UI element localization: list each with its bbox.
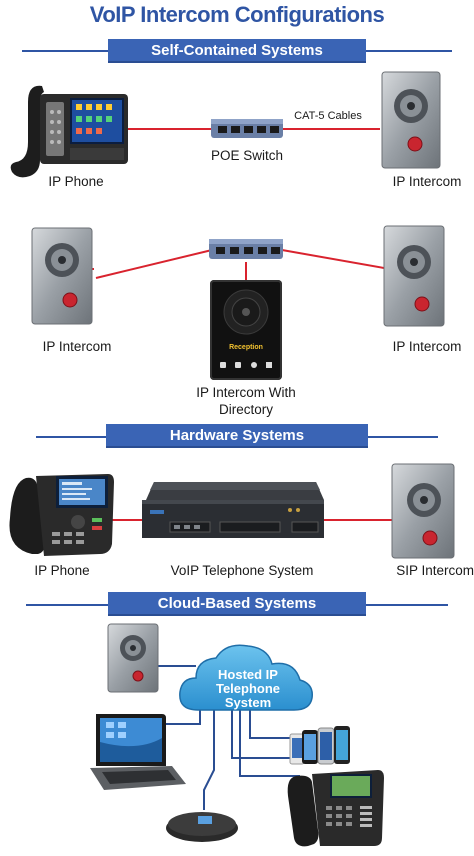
conference-phone-icon [166,812,238,842]
ip-phone-icon [9,474,114,556]
close-icon [265,362,272,368]
bell-icon [250,362,257,368]
cable [282,128,380,130]
speaker-icon [223,289,269,335]
cloud-label-line2: Telephone [215,681,281,696]
screen-text: Reception [229,344,263,351]
page-title: VoIP Intercom Configurations [89,2,385,27]
label-ip-intercom: IP Intercom [392,174,462,189]
section-header-hardware: Hardware Systems [106,424,368,448]
cloud-label-line1: Hosted IP [218,667,278,682]
label-directory-intercom-line2: Directory [218,402,273,417]
cable [92,268,94,270]
cable [324,519,392,521]
poe-switch-icon [209,239,283,259]
cloud-label-line3: System [224,695,272,710]
ip-phone-icon [10,85,128,178]
intercom-icon [391,463,455,559]
nav-button-icon [235,362,242,368]
intercom-icon [383,225,445,327]
cable [110,519,144,521]
screen-buttons [220,362,272,370]
label-directory-intercom-line1: IP Intercom With [196,385,296,400]
smartphones-icon [289,726,350,765]
router-icon [142,482,324,538]
nav-button-icon [220,362,226,368]
cloud-label: Hosted IP Telephone System [196,668,300,710]
cable-lines [95,249,385,282]
cloud-icon [179,644,313,711]
label-cat5-cables: CAT-5 Cables [294,110,362,122]
label-poe-switch: POE Switch [210,148,284,163]
directory-intercom: Reception [210,280,282,380]
cloud-cables [158,665,300,810]
intercom-icon [107,623,159,693]
label-ip-intercom-left: IP Intercom [42,339,112,354]
laptop-icon [90,714,186,790]
label-sip-intercom: SIP Intercom [396,563,474,578]
label-ip-phone-hardware: IP Phone [34,563,90,578]
section-header-self-contained: Self-Contained Systems [108,39,366,63]
ip-phone-icon [287,770,384,847]
poe-switch-icon [211,119,283,138]
intercom-icon [381,71,441,169]
label-voip-telephone-system: VoIP Telephone System [170,563,314,578]
intercom-icon [31,227,93,325]
label-ip-phone: IP Phone [48,174,104,189]
section-header-cloud: Cloud-Based Systems [108,592,366,616]
label-ip-intercom-right: IP Intercom [392,339,462,354]
cable [124,128,212,130]
